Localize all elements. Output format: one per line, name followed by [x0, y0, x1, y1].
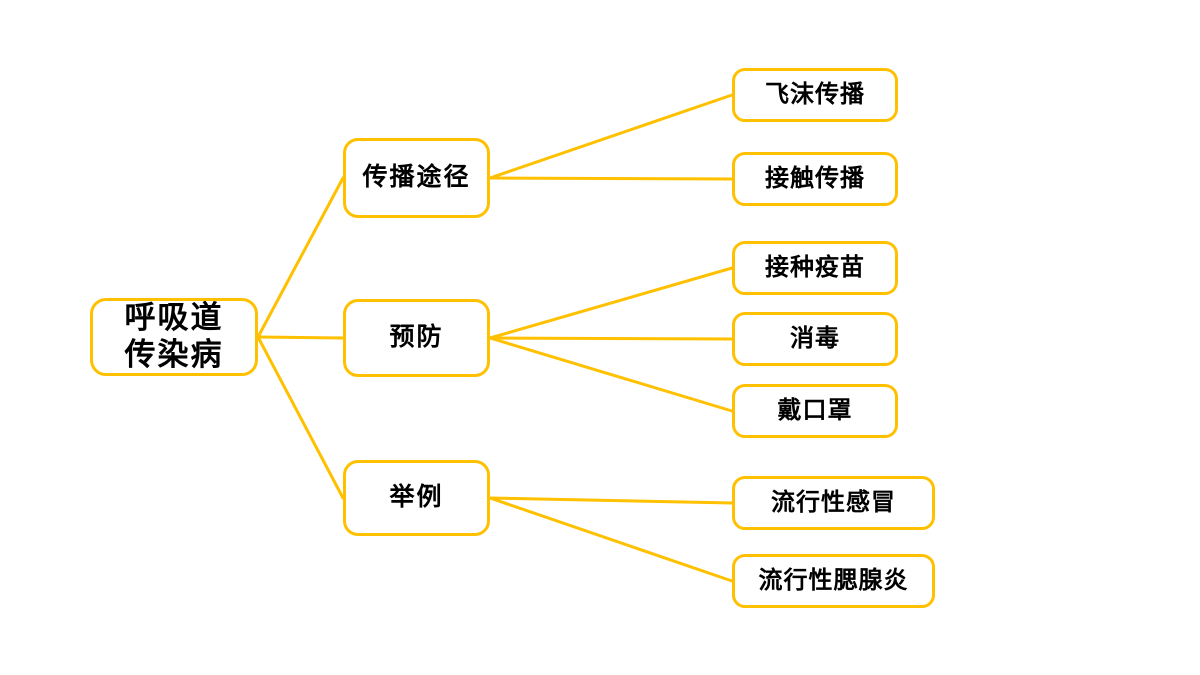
- node-leaf-vaccination-label: 接种疫苗: [765, 254, 865, 281]
- edge-branch-prevention-to-leaf-mask: [488, 336, 734, 413]
- edge-branch-prevention-to-leaf-disinfection: [488, 336, 734, 341]
- node-root[interactable]: 呼吸道 传染病: [90, 298, 258, 376]
- node-leaf-contact-label: 接触传播: [765, 165, 865, 192]
- node-leaf-droplet-label: 飞沫传播: [765, 81, 865, 108]
- edge-branch-examples-to-leaf-influenza: [488, 496, 734, 505]
- node-leaf-disinfection-label: 消毒: [790, 325, 840, 352]
- node-leaf-mumps-label: 流行性腮腺炎: [758, 567, 909, 594]
- node-leaf-influenza-label: 流行性感冒: [771, 489, 896, 516]
- edge-branch-examples-to-leaf-mumps: [488, 496, 734, 583]
- node-branch-transmission[interactable]: 传播途径: [343, 138, 490, 218]
- edge-branch-transmission-to-leaf-contact: [488, 176, 734, 181]
- node-branch-prevention[interactable]: 预防: [343, 299, 490, 377]
- node-branch-examples-label: 举例: [389, 484, 444, 512]
- node-branch-examples[interactable]: 举例: [343, 460, 490, 536]
- node-leaf-droplet[interactable]: 飞沫传播: [732, 68, 898, 122]
- edge-branch-transmission-to-leaf-droplet: [488, 93, 734, 180]
- node-leaf-mask[interactable]: 戴口罩: [732, 384, 898, 438]
- edge-root-to-branch-examples: [256, 335, 345, 500]
- node-root-label: 呼吸道 传染病: [124, 300, 224, 372]
- edge-root-to-branch-prevention: [256, 335, 345, 340]
- edge-branch-prevention-to-leaf-vaccination: [488, 266, 734, 340]
- edge-root-to-branch-transmission: [256, 176, 345, 339]
- node-leaf-vaccination[interactable]: 接种疫苗: [732, 241, 898, 295]
- node-leaf-disinfection[interactable]: 消毒: [732, 312, 898, 366]
- node-leaf-mumps[interactable]: 流行性腮腺炎: [732, 554, 935, 608]
- node-branch-transmission-label: 传播途径: [362, 164, 471, 192]
- node-leaf-contact[interactable]: 接触传播: [732, 152, 898, 206]
- node-leaf-influenza[interactable]: 流行性感冒: [732, 476, 935, 530]
- node-branch-prevention-label: 预防: [389, 324, 444, 352]
- node-leaf-mask-label: 戴口罩: [777, 397, 853, 424]
